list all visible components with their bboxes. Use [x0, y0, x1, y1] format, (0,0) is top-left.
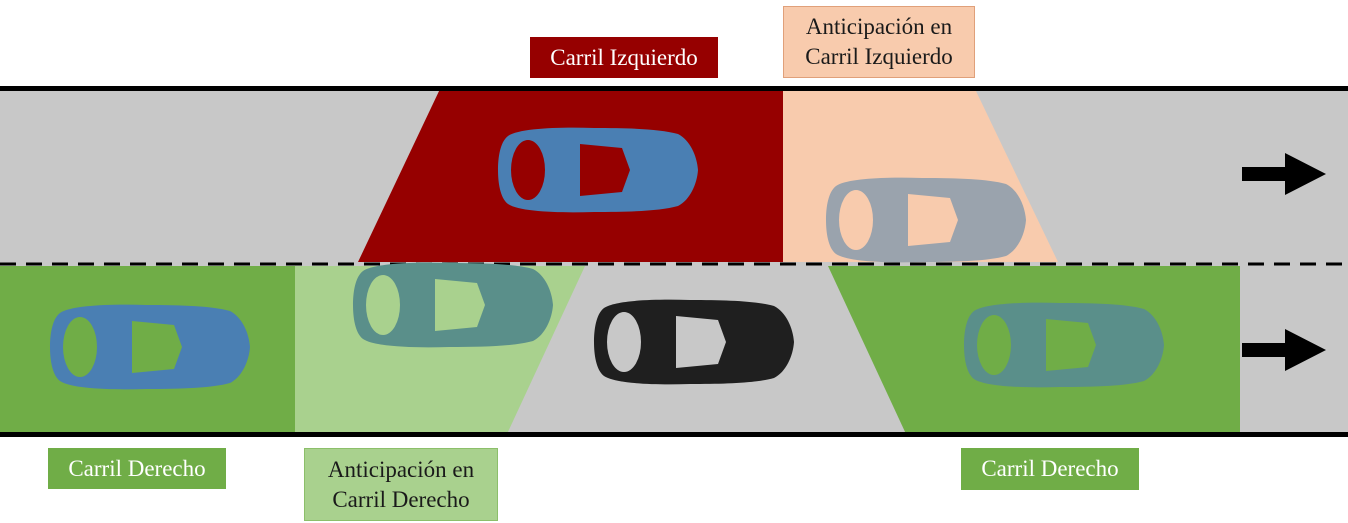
car-top-view-icon: [826, 177, 1026, 263]
car-top-view-icon: [353, 262, 553, 348]
right-lane-front-label: Carril Derecho: [961, 448, 1139, 490]
left-lane-anticipation-label: Anticipación en Carril Izquierdo: [783, 6, 975, 78]
right-lane-rear-label: Carril Derecho: [48, 448, 226, 489]
road-bottom-edge: [0, 432, 1348, 437]
road-top-edge: [0, 86, 1348, 91]
left-lane-label: Carril Izquierdo: [530, 37, 718, 78]
right-arrow-icon: [1242, 153, 1326, 195]
car-top-view-icon: [964, 302, 1164, 388]
car-top-view-icon: [498, 127, 698, 213]
car-top-view-icon: [50, 304, 250, 390]
right-arrow-icon: [1242, 329, 1326, 371]
car-top-view-icon: [594, 299, 794, 385]
right-lane-anticipation-label: Anticipación en Carril Derecho: [304, 448, 498, 521]
